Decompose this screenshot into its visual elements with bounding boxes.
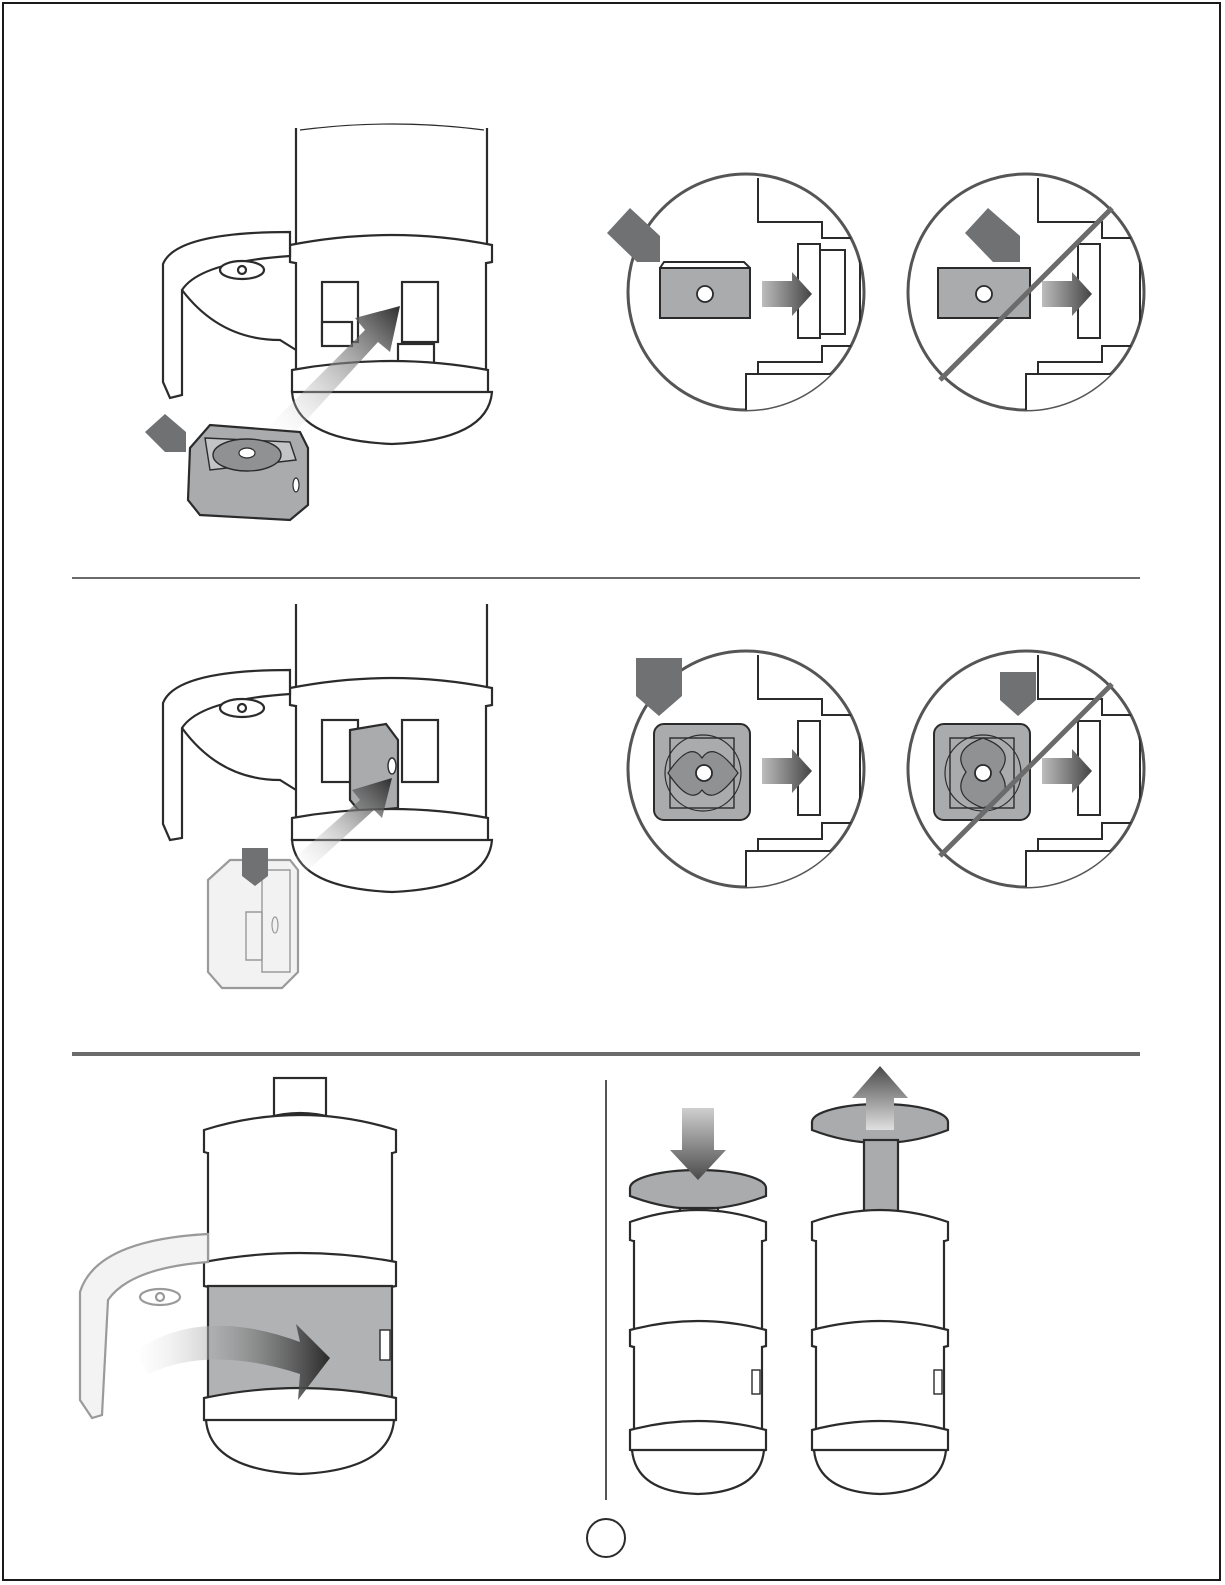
step-2-insert-cup-illustration bbox=[163, 604, 492, 988]
step-2-orientation-correct bbox=[628, 651, 866, 891]
page-number-circle bbox=[587, 1519, 625, 1557]
step-3-lift-plunger bbox=[812, 1066, 948, 1494]
step-3-press-plunger bbox=[630, 1108, 766, 1494]
step-1-orientation-incorrect bbox=[908, 174, 1146, 414]
step-2-orientation-incorrect bbox=[908, 651, 1146, 891]
step-1-orientation-correct bbox=[607, 174, 866, 414]
step-1-insert-pod-illustration bbox=[145, 124, 492, 520]
step-3-close-door-illustration bbox=[80, 1078, 396, 1474]
